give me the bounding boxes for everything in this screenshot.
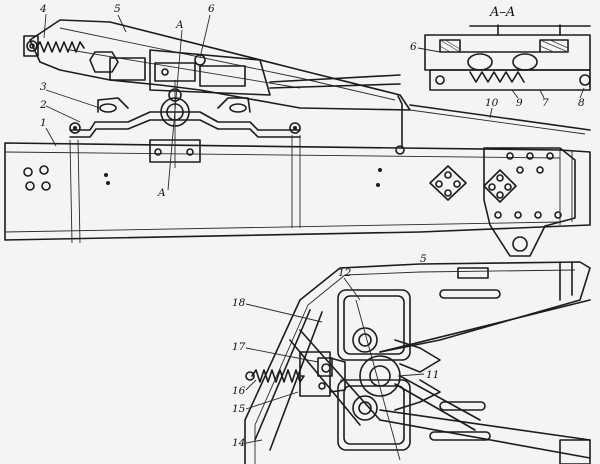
callout-10: 10 (485, 97, 499, 109)
callout-6: 6 (208, 3, 215, 15)
callout-8: 8 (578, 97, 585, 109)
hand-lever (23, 19, 591, 191)
ratchet-mechanism (245, 289, 481, 461)
callout-11: 11 (426, 369, 439, 381)
callout-7: 7 (542, 97, 549, 109)
callout-17: 17 (232, 341, 246, 353)
callout-15: 15 (232, 403, 246, 415)
callout-16: 16 (232, 385, 246, 397)
callout-6b: 6 (410, 41, 417, 53)
callout-5b: 5 (420, 253, 427, 265)
callout-5: 5 (114, 3, 121, 15)
frame-beam (4, 135, 591, 257)
callout-4: 4 (39, 3, 47, 15)
callout-3: 3 (40, 81, 47, 93)
section-mark-a-top: A (175, 19, 184, 31)
callout-18: 18 (232, 297, 246, 309)
callout-labels: A–A A A 1 2 3 4 5 6 6 7 8 9 10 11 12 14 … (39, 3, 585, 449)
section-aa-view (424, 24, 591, 91)
section-title: A–A (489, 5, 515, 20)
callout-12: 12 (338, 267, 352, 279)
callout-14: 14 (232, 437, 245, 449)
callout-1: 1 (40, 117, 47, 129)
callout-9: 9 (516, 97, 523, 109)
section-mark-a-bottom: A (157, 187, 166, 199)
lower-housing (244, 261, 591, 464)
callout-2: 2 (39, 99, 47, 111)
